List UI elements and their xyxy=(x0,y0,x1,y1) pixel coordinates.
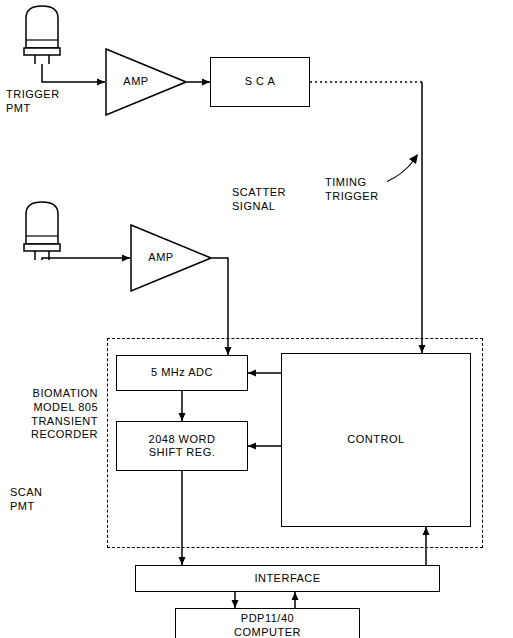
pmt-ring xyxy=(26,235,58,236)
amplifier: AMP xyxy=(105,48,187,116)
connector xyxy=(232,592,239,608)
connector xyxy=(248,443,281,450)
arrowhead xyxy=(179,413,186,421)
arrowhead xyxy=(232,600,239,608)
wire xyxy=(212,258,228,355)
wire xyxy=(42,64,105,82)
arrowhead xyxy=(97,79,105,86)
adc-box: 5 MHz ADC xyxy=(116,355,248,391)
wire xyxy=(42,258,130,260)
pmt-pin xyxy=(34,55,36,64)
node-label: 2048 WORD SHIFT REG. xyxy=(140,433,224,459)
node-label: TRIGGER PMT xyxy=(6,88,70,116)
node-label: 5 MHz ADC xyxy=(151,366,213,379)
pmt-base xyxy=(24,244,60,251)
connector xyxy=(292,592,299,608)
pmt-pin xyxy=(48,55,50,64)
pmt-base xyxy=(24,48,60,55)
node-label: SCAN PMT xyxy=(10,486,66,514)
pmt-icon xyxy=(22,4,62,68)
connector xyxy=(212,258,232,355)
amplifier: AMP xyxy=(130,224,212,292)
node-label: BIOMATION MODEL 805 TRANSIENT RECORDER xyxy=(6,387,98,442)
connector xyxy=(310,82,426,353)
signal-label: SCATTER SIGNAL xyxy=(232,186,296,214)
arrowhead xyxy=(122,255,130,262)
amplifier-outline xyxy=(106,49,186,115)
node-label: PDP11/40 COMPUTER xyxy=(231,612,305,638)
arrowhead xyxy=(423,527,430,535)
connector xyxy=(248,370,281,377)
dotted-wire xyxy=(310,81,422,83)
shift-register-box: 2048 WORD SHIFT REG. xyxy=(116,421,248,471)
trigger-pmt: TRIGGER PMT xyxy=(22,4,62,68)
sca-box: S C A xyxy=(210,57,310,107)
connector xyxy=(187,79,210,86)
connector xyxy=(179,471,186,565)
control-box: CONTROL xyxy=(281,353,471,527)
arrowhead xyxy=(225,347,232,355)
amplifier-outline xyxy=(131,225,211,291)
node-label: AMP xyxy=(111,75,161,88)
arrowhead xyxy=(202,79,210,86)
wire xyxy=(181,471,183,565)
connector xyxy=(42,255,130,262)
leader-line xyxy=(386,160,414,182)
connector xyxy=(42,64,105,86)
pmt-bulb xyxy=(26,202,58,244)
computer-box: PDP11/40 COMPUTER xyxy=(175,608,360,638)
leader-arrowhead xyxy=(409,154,418,164)
node-label: INTERFACE xyxy=(254,572,320,585)
pmt-icon xyxy=(22,200,62,264)
signal-label: TIMING TRIGGER xyxy=(325,176,387,204)
node-label: S C A xyxy=(245,75,276,88)
node-label: CONTROL xyxy=(347,433,404,446)
transient-recorder: BIOMATION MODEL 805 TRANSIENT RECORDER5 … xyxy=(107,338,483,548)
arrowhead xyxy=(248,443,256,450)
pmt-pin xyxy=(34,251,36,260)
pmt-bulb xyxy=(26,6,58,48)
scan-pmt: SCAN PMT xyxy=(22,200,62,264)
arrowhead xyxy=(419,345,426,353)
arrowhead xyxy=(179,557,186,565)
pmt-pin xyxy=(48,251,50,260)
connector xyxy=(179,391,186,421)
pmt-ring xyxy=(26,39,58,40)
arrowhead xyxy=(248,370,256,377)
connector xyxy=(423,527,430,565)
wire xyxy=(421,82,423,353)
arrowhead xyxy=(292,592,299,600)
node-label: AMP xyxy=(136,251,186,264)
interface-box: INTERFACE xyxy=(135,565,440,592)
